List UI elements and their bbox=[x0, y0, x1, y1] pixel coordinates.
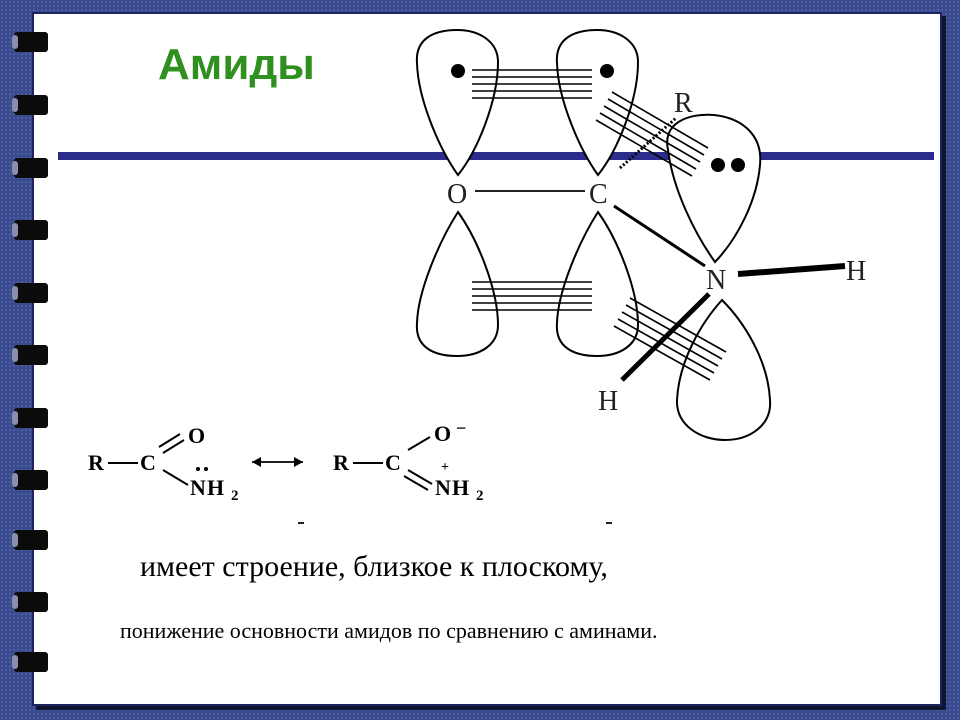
binding-ring bbox=[12, 95, 48, 115]
electron-dot bbox=[600, 64, 614, 78]
text-dash-mark bbox=[298, 522, 304, 524]
binding-ring bbox=[12, 470, 48, 490]
res-right-plus: + bbox=[441, 460, 449, 475]
atom-label-n: N bbox=[706, 265, 726, 296]
res-right-h: H bbox=[452, 475, 469, 500]
atom-label-h1: H bbox=[846, 256, 866, 287]
binding-ring bbox=[12, 283, 48, 303]
res-left-r: R bbox=[88, 450, 105, 475]
text-dash-mark bbox=[606, 522, 612, 524]
res-left-n: N bbox=[190, 475, 206, 500]
electron-dot bbox=[731, 158, 745, 172]
atom-label-h2: H bbox=[598, 386, 618, 417]
electron-dot bbox=[451, 64, 465, 78]
binding-ring bbox=[12, 220, 48, 240]
statement-planar-structure: имеет строение, близкое к плоскому, bbox=[140, 550, 608, 583]
orbital-lobe-c-lower bbox=[555, 210, 640, 358]
binding-ring bbox=[12, 530, 48, 550]
divider-rule bbox=[58, 152, 934, 160]
atom-label-o: O bbox=[447, 179, 467, 210]
slide bbox=[32, 12, 942, 706]
binding-ring bbox=[12, 345, 48, 365]
atom-label-c: C bbox=[589, 179, 608, 210]
res-right-minus: − bbox=[456, 418, 466, 438]
res-left-sub: 2 bbox=[231, 488, 239, 504]
orbital-lobe-o-lower bbox=[415, 210, 500, 358]
res-right-o: O bbox=[434, 421, 451, 446]
binding-ring bbox=[12, 592, 48, 612]
res-left-h: H bbox=[207, 475, 224, 500]
binding-ring bbox=[12, 158, 48, 178]
orbital-lobe-c-upper bbox=[555, 28, 640, 177]
binding-ring bbox=[12, 652, 48, 672]
electron-dot bbox=[711, 158, 725, 172]
binding-ring bbox=[12, 408, 48, 428]
binding-ring bbox=[12, 32, 48, 52]
page-title: Амиды bbox=[158, 40, 315, 89]
res-right-c: C bbox=[385, 450, 401, 475]
res-right-n: N bbox=[435, 475, 451, 500]
orbital-lobe-n-upper bbox=[666, 113, 762, 264]
res-left-o: O bbox=[188, 423, 205, 448]
atom-label-r: R bbox=[674, 88, 693, 119]
res-right-sub: 2 bbox=[476, 488, 484, 504]
res-right-r: R bbox=[333, 450, 350, 475]
resonance-structures: R C O N H 2 R C O − + N H 2 bbox=[88, 418, 484, 504]
orbital-lobe-o-upper bbox=[415, 28, 500, 177]
res-left-c: C bbox=[140, 450, 156, 475]
statement-basicity: понижение основности амидов по сравнению… bbox=[120, 618, 658, 643]
